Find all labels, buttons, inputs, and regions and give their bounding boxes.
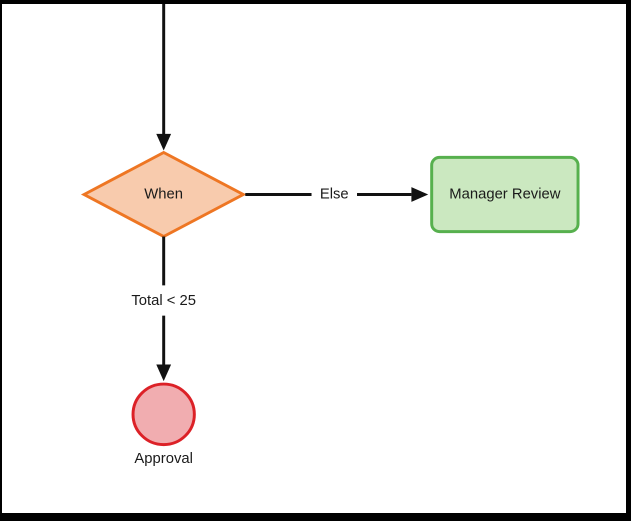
edge-total-branch: Total < 25 [131,236,196,382]
node-manager-review[interactable]: Manager Review [430,155,580,234]
flowchart-svg: When Else Manager Review Total < 25 Appr… [80,4,580,467]
edge-else-label: Else [320,187,349,203]
edge-incoming-top [156,4,172,151]
rounded-rect-shape[interactable] [430,155,580,234]
edge-else-branch: Else [245,187,429,203]
edge-total-label: Total < 25 [131,293,196,309]
diamond-shape[interactable] [80,150,247,239]
arrowhead-right-icon [411,187,429,202]
node-approval-label: Approval [134,451,193,467]
arrowhead-down-icon [156,364,172,382]
circle-shape[interactable] [131,382,196,447]
node-manager-review-label: Manager Review [449,187,561,203]
arrowhead-down-icon [156,133,172,151]
node-when[interactable]: When [80,150,247,239]
node-approval[interactable]: Approval [131,382,196,467]
node-when-label: When [144,187,183,203]
